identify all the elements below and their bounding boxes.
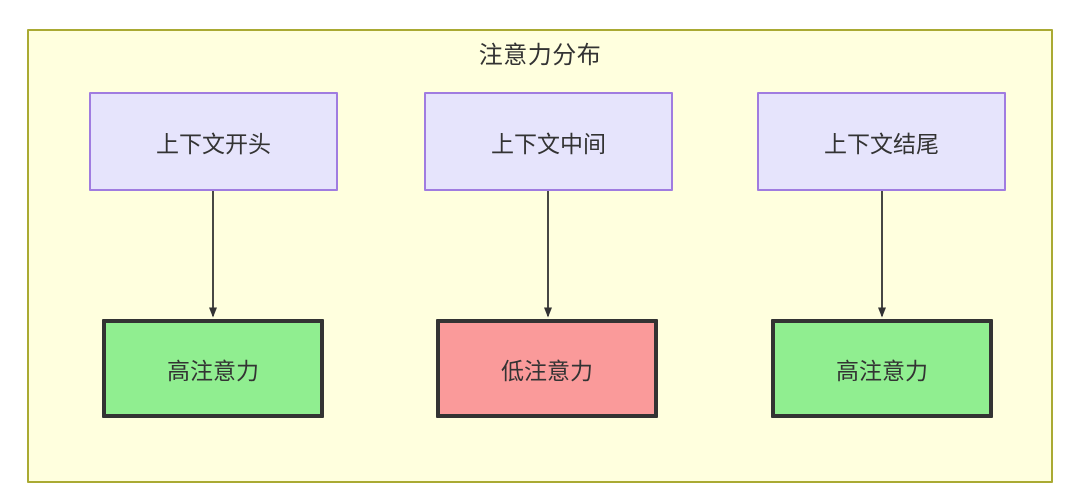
node-attention-high-end[interactable]: 高注意力 bbox=[771, 319, 993, 418]
node-context-end[interactable]: 上下文结尾 bbox=[757, 92, 1006, 191]
node-attention-low-middle-label: 低注意力 bbox=[501, 357, 593, 384]
node-attention-low-middle[interactable]: 低注意力 bbox=[436, 319, 658, 418]
node-attention-high-end-label: 高注意力 bbox=[836, 357, 928, 384]
node-context-start[interactable]: 上下文开头 bbox=[89, 92, 338, 191]
node-context-middle-label: 上下文中间 bbox=[491, 130, 606, 157]
node-context-end-label: 上下文结尾 bbox=[824, 130, 939, 157]
node-attention-high-start[interactable]: 高注意力 bbox=[102, 319, 324, 418]
node-context-start-label: 上下文开头 bbox=[156, 130, 271, 157]
node-attention-high-start-label: 高注意力 bbox=[167, 357, 259, 384]
subgraph-title: 注意力分布 bbox=[478, 42, 602, 69]
node-context-middle[interactable]: 上下文中间 bbox=[424, 92, 673, 191]
